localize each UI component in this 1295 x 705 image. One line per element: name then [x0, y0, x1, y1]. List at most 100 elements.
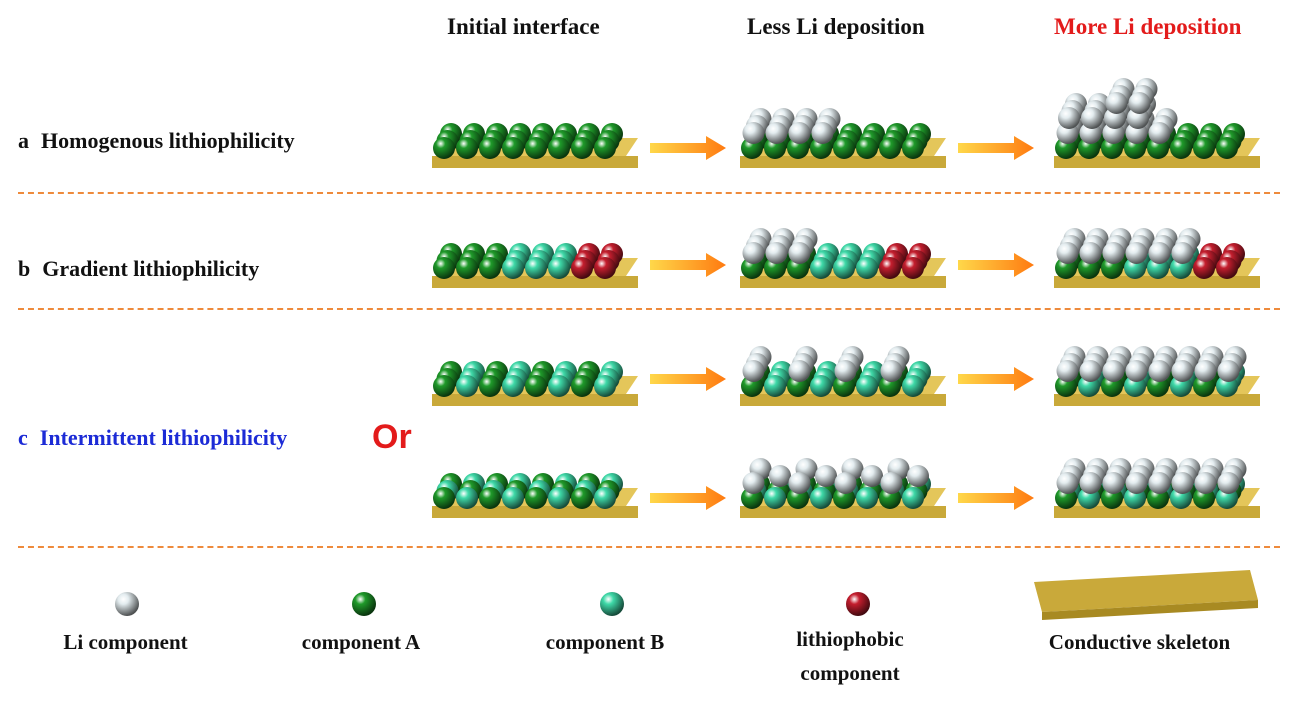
sphere-B: [810, 375, 832, 397]
conductive-skeleton-front: [1054, 156, 1260, 168]
sphere-A: [479, 375, 501, 397]
sphere-li: [1194, 360, 1217, 382]
sphere-li: [1102, 472, 1125, 494]
sphere-B: [456, 487, 478, 509]
sphere-B: [764, 375, 786, 397]
sphere-li: [1148, 472, 1171, 494]
sphere-B: [856, 487, 878, 509]
sphere-P: [594, 257, 616, 279]
row-b-letter: b: [18, 256, 31, 281]
sphere-P: [571, 257, 593, 279]
sphere-B: [902, 487, 924, 509]
panel-b-more: [1054, 228, 1260, 288]
sphere-P: [902, 257, 924, 279]
row-b-label: b Gradient lithiophilicity: [18, 256, 259, 282]
sphere-li: [1102, 360, 1125, 382]
sphere-B: [856, 257, 878, 279]
sphere-li: [815, 465, 837, 487]
conductive-skeleton-front: [432, 394, 638, 406]
conductive-skeleton-front: [432, 156, 638, 168]
conductive-skeleton-front: [740, 506, 946, 518]
sphere-A: [479, 487, 501, 509]
row-a-letter: a: [18, 128, 29, 153]
sphere-li: [1105, 92, 1128, 114]
sphere-li: [788, 242, 811, 264]
sphere-A: [902, 137, 924, 159]
sphere-li: [861, 465, 883, 487]
sphere-li: [1125, 242, 1148, 264]
sphere-li: [880, 360, 903, 382]
sphere-A: [571, 375, 593, 397]
sphere-B: [502, 375, 524, 397]
sphere-A: [571, 487, 593, 509]
arrow-4: [958, 253, 1034, 277]
sphere-A: [479, 137, 501, 159]
legend-lithiophobic-sphere: [844, 590, 872, 623]
legend-sphere-A: [352, 592, 376, 616]
sphere-li: [1171, 360, 1194, 382]
sphere-B: [810, 257, 832, 279]
conductive-skeleton-front: [432, 506, 638, 518]
panel-c1-more: [1054, 346, 1260, 406]
legend-component-b-label: component B: [545, 630, 665, 654]
sphere-li: [742, 472, 765, 494]
sphere-A: [571, 137, 593, 159]
sphere-li: [811, 122, 834, 144]
sphere-li: [1194, 472, 1217, 494]
sphere-li: [765, 242, 788, 264]
arrow-6: [958, 367, 1034, 391]
sphere-li: [1056, 360, 1079, 382]
sphere-A: [525, 375, 547, 397]
sphere-li: [1125, 360, 1148, 382]
panel-a-initial: [432, 123, 638, 168]
sphere-li: [1079, 242, 1102, 264]
panel-b-initial: [432, 243, 638, 288]
arrow-2: [958, 136, 1034, 160]
header-initial-interface: Initial interface: [447, 14, 600, 39]
legend-component-b-sphere: [598, 590, 626, 623]
sphere-P: [879, 257, 901, 279]
or-label: Or: [372, 418, 412, 456]
sphere-li: [1081, 107, 1103, 129]
conductive-skeleton-front: [740, 156, 946, 168]
sphere-A: [879, 137, 901, 159]
row-c-letter: c: [18, 425, 28, 450]
sphere-A: [433, 375, 455, 397]
arrow-7: [650, 486, 726, 510]
sphere-li: [907, 465, 929, 487]
sphere-li: [834, 472, 857, 494]
sphere-B: [456, 375, 478, 397]
sphere-li: [1056, 472, 1079, 494]
row-b-title: Gradient lithiophilicity: [42, 256, 260, 281]
sphere-B: [594, 487, 616, 509]
sphere-li: [742, 122, 765, 144]
sphere-A: [456, 137, 478, 159]
legend-component-a-label: component A: [301, 630, 421, 654]
divider-1: [18, 192, 1280, 194]
sphere-li: [788, 472, 811, 494]
panel-a-more: [1054, 78, 1260, 168]
sphere-li: [1058, 107, 1080, 129]
panel-a-less: [740, 108, 946, 168]
header-less-li-deposition: Less Li deposition: [747, 14, 925, 39]
legend-lithiophobic-label-line2: component: [800, 661, 900, 685]
sphere-B: [594, 375, 616, 397]
sphere-li: [742, 360, 765, 382]
arrow-8: [958, 486, 1034, 510]
sphere-A: [433, 137, 455, 159]
sphere-B: [902, 375, 924, 397]
sphere-B: [502, 257, 524, 279]
sphere-li: [1217, 472, 1240, 494]
sphere-B: [502, 487, 524, 509]
sphere-A: [525, 137, 547, 159]
sphere-B: [548, 375, 570, 397]
sphere-li: [1217, 360, 1240, 382]
sphere-A: [1193, 137, 1215, 159]
legend-sphere-B: [600, 592, 624, 616]
panel-c1-less: [740, 346, 946, 406]
conductive-skeleton-front: [432, 276, 638, 288]
arrow-3: [650, 253, 726, 277]
legend-li-label: Li component: [63, 630, 188, 654]
